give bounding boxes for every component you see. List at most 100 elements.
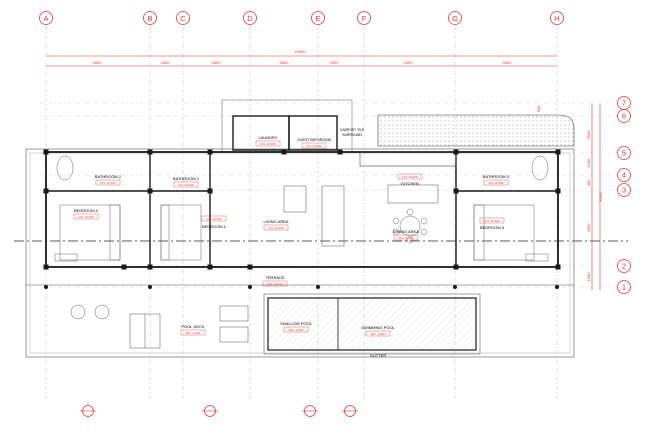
room-dining-area: DINING AREA FFL ±0,000 — [393, 229, 419, 241]
svg-text:FFL ±0,000: FFL ±0,000 — [488, 181, 504, 185]
column-17 — [247, 264, 253, 270]
svg-text:6: 6 — [622, 112, 626, 121]
svg-text:KITCHEN: KITCHEN — [401, 181, 419, 186]
dim-seg-7: 4000 — [503, 60, 513, 65]
grid-bubble-col-A: A — [39, 11, 53, 25]
svg-text:FFL ±0,000: FFL ±0,000 — [78, 215, 94, 219]
column-11 — [43, 264, 49, 270]
room-bedroom-3: FFL ±0,000 BEDROOM 3 — [479, 217, 505, 230]
room-living-area: LIVING AREA FFL ±0,000 — [264, 219, 289, 231]
svg-text:1: 1 — [622, 283, 626, 292]
grid-bubble-col-G: G — [448, 11, 462, 25]
svg-text:SHALLOW POOL: SHALLOW POOL — [280, 321, 313, 326]
dim-seg-4: 3600 — [280, 60, 290, 65]
svg-text:D: D — [247, 14, 253, 23]
house-walls — [45, 151, 559, 268]
svg-text:TERRACE: TERRACE — [265, 275, 284, 280]
dim-right-2: 1200 — [586, 158, 591, 168]
svg-text:4: 4 — [622, 171, 626, 180]
svg-text:BATHROOM 1: BATHROOM 1 — [173, 176, 200, 181]
room-bedroom-2: BEDROOM 2 FFL ±0,000 — [73, 208, 99, 220]
svg-text:B: B — [147, 14, 152, 23]
room-laundry: LAUNDRY FFL ±0,000 — [255, 135, 281, 147]
column-5 — [555, 149, 561, 155]
carport-note-2: SURROUND — [342, 133, 362, 137]
grid-bubble-row-3: 3 — [617, 183, 631, 197]
svg-text:3: 3 — [622, 186, 626, 195]
column-9 — [453, 188, 459, 194]
terrace-post-3 — [248, 285, 252, 289]
grid-bubble-row-6: 6 — [617, 109, 631, 123]
column-3 — [207, 149, 213, 155]
svg-text:H: H — [554, 14, 559, 23]
terrace-post-1 — [44, 285, 48, 289]
section-marker-4 — [342, 405, 358, 417]
grid-bubble-col-D: D — [243, 11, 257, 25]
svg-text:5: 5 — [622, 149, 626, 158]
terrace-post-4 — [316, 285, 320, 289]
room-pool-deck: POOL DECK FFL -0,000 — [180, 324, 206, 336]
structural-columns — [43, 149, 561, 289]
svg-text:FFL ±0,000: FFL ±0,000 — [267, 282, 283, 286]
grid-bubble-row-5: 5 — [617, 146, 631, 160]
section-marker-2 — [202, 405, 218, 417]
notes: CARPORT TILE SURROUND GUTTER — [340, 128, 387, 358]
svg-text:BEDROOM 1: BEDROOM 1 — [202, 224, 227, 229]
column-4 — [453, 149, 459, 155]
terrace-post-5 — [453, 285, 457, 289]
dim-seg-6: 4000 — [404, 60, 414, 65]
room-guest-bathroom: GUEST BATHROOM FFL ±0,000 — [297, 138, 331, 149]
dim-overall: 22500 — [294, 49, 306, 54]
terrace-post-2 — [148, 285, 152, 289]
grid-bubble-col-B: B — [143, 11, 157, 25]
svg-text:BATHROOM 3: BATHROOM 3 — [483, 174, 510, 179]
column-10 — [555, 188, 561, 194]
dim-right-5: 1500 — [586, 272, 591, 282]
svg-text:BEDROOM 3: BEDROOM 3 — [480, 225, 505, 230]
room-terrace: TERRACE FFL ±0,000 — [262, 275, 288, 287]
svg-text:7: 7 — [622, 99, 626, 108]
grid-bubble-row-7: 7 — [617, 96, 631, 110]
svg-text:FFL -0,600: FFL -0,600 — [371, 332, 386, 336]
room-labels: BATHROOM 2 FFL ±0,000 BATHROOM 1 FFL ±0,… — [73, 135, 510, 337]
room-kitchen: FFL ±0,000 KITCHEN — [397, 173, 423, 186]
svg-text:E: E — [315, 14, 320, 23]
grid-bubble-col-C: C — [176, 11, 190, 25]
dim-right-3: 400 — [586, 179, 591, 186]
pool-area — [70, 293, 481, 355]
column-2 — [147, 149, 153, 155]
column-12 — [121, 264, 127, 270]
svg-text:FFL ±0,000: FFL ±0,000 — [206, 217, 222, 221]
svg-text:DINING AREA: DINING AREA — [393, 229, 419, 234]
svg-text:FFL ±0,000: FFL ±0,000 — [306, 144, 322, 148]
grid-bubble-row-4: 4 — [617, 168, 631, 182]
column-1 — [43, 149, 49, 155]
svg-text:FFL ±0,000: FFL ±0,000 — [178, 183, 194, 187]
room-bathroom-1: BATHROOM 1 FFL ±0,000 — [173, 176, 200, 188]
column-14 — [207, 264, 213, 270]
column-7 — [147, 188, 153, 194]
svg-text:GUEST BATHROOM: GUEST BATHROOM — [297, 138, 331, 142]
svg-text:FFL ±0,000: FFL ±0,000 — [260, 142, 276, 146]
svg-text:BATHROOM 2: BATHROOM 2 — [95, 174, 122, 179]
carport-note-1: CARPORT TILE — [340, 128, 365, 132]
grid-bubble-row-1: 1 — [617, 280, 631, 294]
svg-text:FFL ±0,000: FFL ±0,000 — [268, 226, 284, 230]
svg-text:SWIMMING POOL: SWIMMING POOL — [361, 325, 395, 330]
svg-text:G: G — [452, 14, 458, 23]
room-bathroom-3: BATHROOM 3 FFL ±0,000 — [483, 174, 510, 186]
dim-seg-3: 3600 — [212, 60, 222, 65]
room-bedroom-1: FFL ±0,000 BEDROOM 1 — [201, 215, 227, 229]
grid-bubble-row-2: 2 — [617, 259, 631, 273]
dim-right-total: 8200 — [598, 192, 603, 202]
column-16 — [555, 264, 561, 270]
column-13 — [147, 264, 153, 270]
grid-bubble-col-H: H — [550, 11, 564, 25]
furniture — [54, 155, 549, 262]
svg-text:LIVING AREA: LIVING AREA — [264, 219, 289, 224]
terrace-post-6 — [555, 285, 559, 289]
svg-text:FFL ±0,000: FFL ±0,000 — [398, 236, 414, 240]
dim-small-offset: 600 — [536, 105, 541, 112]
svg-text:2: 2 — [622, 262, 626, 271]
